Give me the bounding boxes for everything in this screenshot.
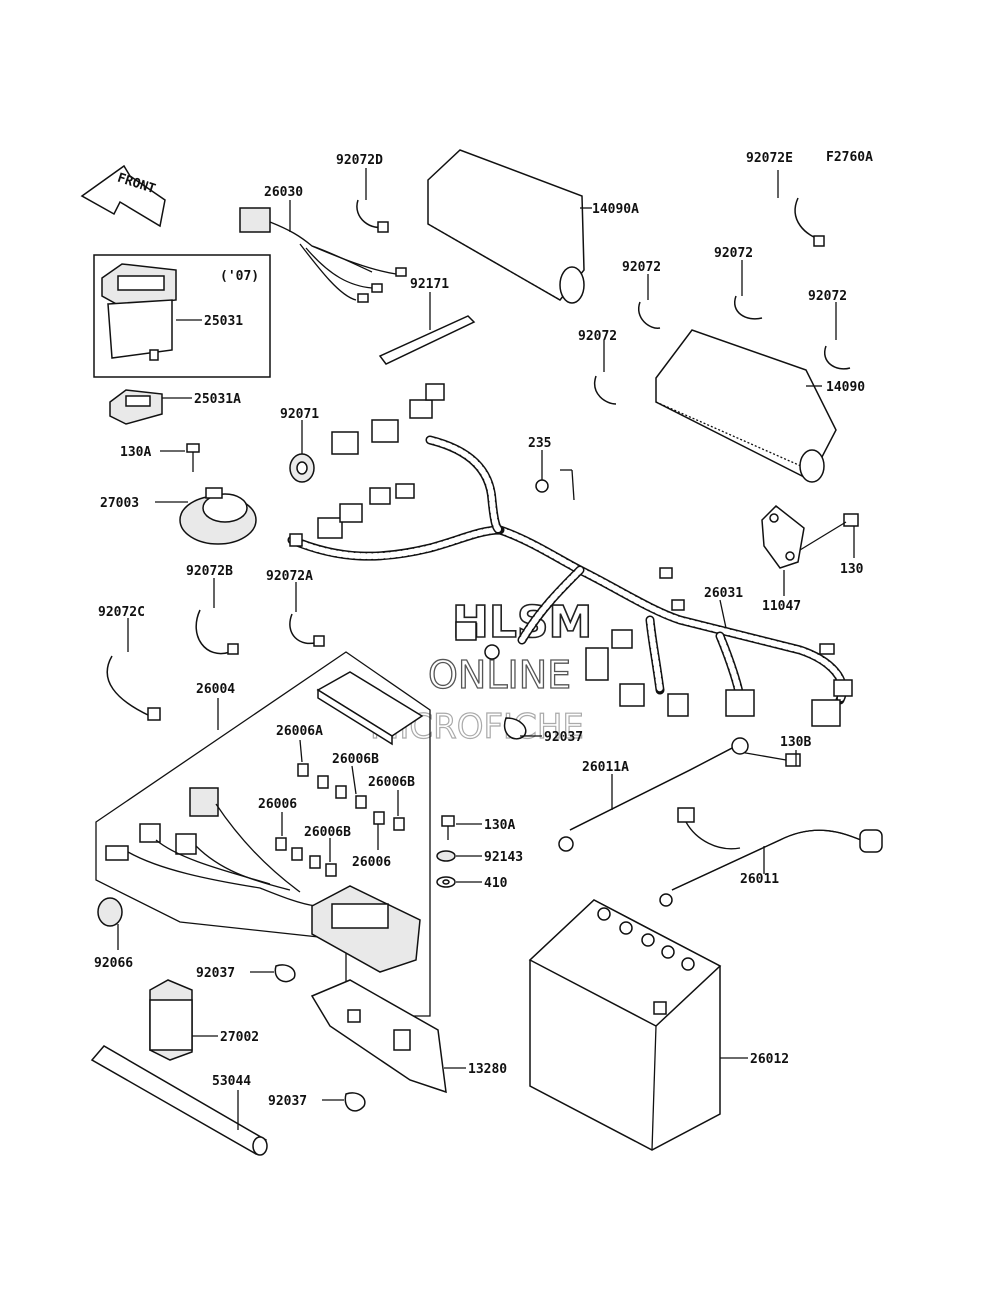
bolt-130B-icon — [739, 751, 801, 767]
battery-26012-icon — [528, 899, 722, 1151]
label-26006B-2: 26006B — [368, 775, 415, 790]
label-26011: 26011 — [740, 872, 779, 887]
label-92072D: 92072D — [336, 153, 383, 168]
bolt-130A-mid-icon — [441, 815, 455, 840]
label-26006-2: 26006 — [352, 855, 391, 870]
fuse-box-cover-icon — [316, 671, 424, 746]
label-92072-b: 92072 — [714, 246, 753, 261]
hour-meter-small-icon — [109, 389, 163, 425]
cover-14090A-icon — [427, 149, 585, 304]
label-92143: 92143 — [484, 850, 523, 865]
tube-53044-icon — [90, 1045, 268, 1156]
clamp-92072-b-icon — [733, 295, 763, 320]
fitting-235-icon — [535, 469, 575, 501]
cable-26011A-icon — [558, 737, 749, 852]
main-harness-26031-icon — [287, 383, 853, 727]
washer-92143-icon — [436, 850, 456, 862]
label-13280: 13280 — [468, 1062, 507, 1077]
label-92037-bot: 92037 — [268, 1094, 307, 1109]
label-92072B: 92072B — [186, 564, 233, 579]
cap-92066-icon — [97, 897, 123, 927]
relay-27002-icon — [149, 979, 193, 1061]
sub-harness-26030-icon — [239, 207, 407, 303]
label-92171: 92171 — [410, 277, 449, 292]
label-92071: 92071 — [280, 407, 319, 422]
bracket-92171-icon — [378, 315, 476, 365]
label-14090A: 14090A — [592, 202, 639, 217]
label-130A-mid: 130A — [484, 818, 515, 833]
year-note: ('07) — [220, 269, 259, 284]
label-26006A: 26006A — [276, 724, 323, 739]
label-26011A: 26011A — [582, 760, 629, 775]
label-27002: 27002 — [220, 1030, 259, 1045]
label-92072C: 92072C — [98, 605, 145, 620]
label-26006B-1: 26006B — [332, 752, 379, 767]
label-92072A: 92072A — [266, 569, 313, 584]
cover-14090-icon — [655, 329, 837, 483]
label-27003: 27003 — [100, 496, 139, 511]
label-130: 130 — [840, 562, 864, 577]
clamp-92072E-icon — [794, 197, 823, 241]
clamp-92072B-icon — [195, 609, 231, 655]
watermark-line2: ONLINE — [428, 653, 571, 697]
cable-26011-icon — [659, 807, 883, 907]
label-92072-d: 92072 — [578, 329, 617, 344]
label-26030: 26030 — [264, 185, 303, 200]
label-130B: 130B — [780, 735, 811, 750]
label-26006B-3: 26006B — [304, 825, 351, 840]
bolt-130-icon — [799, 513, 859, 551]
label-26031: 26031 — [704, 586, 743, 601]
plate-11047-icon — [761, 504, 805, 569]
bolt-130A-icon — [186, 443, 200, 472]
clamp-92072-a-icon — [637, 301, 661, 329]
label-26012: 26012 — [750, 1052, 789, 1067]
hour-meter-group: ('07) 25031 — [93, 254, 271, 378]
label-11047: 11047 — [762, 599, 801, 614]
label-92037-top: 92037 — [544, 730, 583, 745]
clamp-92072-d-icon — [593, 375, 617, 405]
label-92066: 92066 — [94, 956, 133, 971]
label-92072E: 92072E — [746, 151, 793, 166]
label-14090: 14090 — [826, 380, 865, 395]
hour-meter-icon — [101, 263, 177, 361]
label-92037-mid: 92037 — [196, 966, 235, 981]
label-26004: 26004 — [196, 682, 235, 697]
label-92072-a: 92072 — [622, 260, 661, 275]
horn-icon — [179, 487, 257, 545]
clip-92037-bot-icon — [344, 1092, 366, 1112]
label-235: 235 — [528, 436, 551, 451]
clamp-92072C-icon — [106, 655, 151, 717]
label-410: 410 — [484, 876, 508, 891]
bracket-13280-icon — [310, 979, 447, 1094]
label-53044: 53044 — [212, 1074, 251, 1089]
year-box — [93, 254, 271, 378]
label-26006-1: 26006 — [258, 797, 297, 812]
label-25031: 25031 — [204, 314, 243, 329]
clip-92037-mid-icon — [274, 964, 296, 983]
label-130A-top: 130A — [120, 445, 151, 460]
fuse-icons — [275, 763, 405, 877]
figure-code: F2760A — [826, 150, 873, 165]
fuse-box-harness-icon — [105, 787, 421, 973]
label-25031A: 25031A — [194, 392, 241, 407]
label-92072-c: 92072 — [808, 289, 847, 304]
front-arrow-icon: FRONT — [80, 164, 166, 228]
clamp-92072-c-icon — [823, 345, 851, 370]
